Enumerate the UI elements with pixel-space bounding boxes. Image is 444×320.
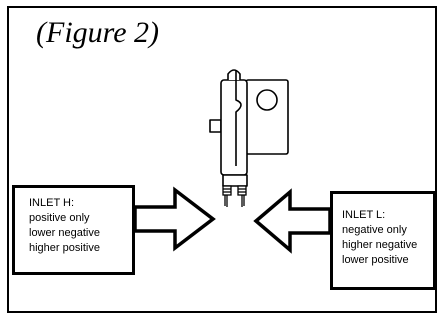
switch-window — [256, 89, 278, 111]
switch-body — [220, 79, 248, 176]
inlet-h-line: lower negative — [29, 227, 100, 239]
figure-title: (Figure 2) — [36, 16, 160, 49]
inlet-l-label-box: INLET L: negative only higher negative l… — [330, 191, 436, 290]
figure-frame — [7, 6, 437, 313]
inlet-h-heading: INLET H: — [29, 197, 75, 209]
switch-top-lug — [227, 69, 241, 80]
inlet-port-l — [237, 185, 247, 207]
inlet-l-line: lower positive — [342, 254, 409, 266]
inlet-h-line: positive only — [29, 212, 90, 224]
inlet-l-heading: INLET L: — [342, 209, 386, 221]
inlet-l-line: higher negative — [342, 239, 418, 251]
inlet-l-line: negative only — [342, 224, 407, 236]
inlet-ports — [222, 185, 247, 207]
inlet-h-label-box: INLET H: positive only lower negative hi… — [12, 185, 135, 275]
switch-side-stub — [209, 119, 222, 133]
inlet-h-line: higher positive — [29, 242, 100, 254]
inlet-port-h — [222, 185, 232, 207]
pressure-switch-device — [209, 69, 289, 187]
arrow-to-inlet-h — [133, 186, 216, 252]
switch-seam — [235, 70, 242, 166]
switch-fitting-block — [222, 174, 248, 187]
arrow-to-inlet-l — [253, 188, 332, 254]
